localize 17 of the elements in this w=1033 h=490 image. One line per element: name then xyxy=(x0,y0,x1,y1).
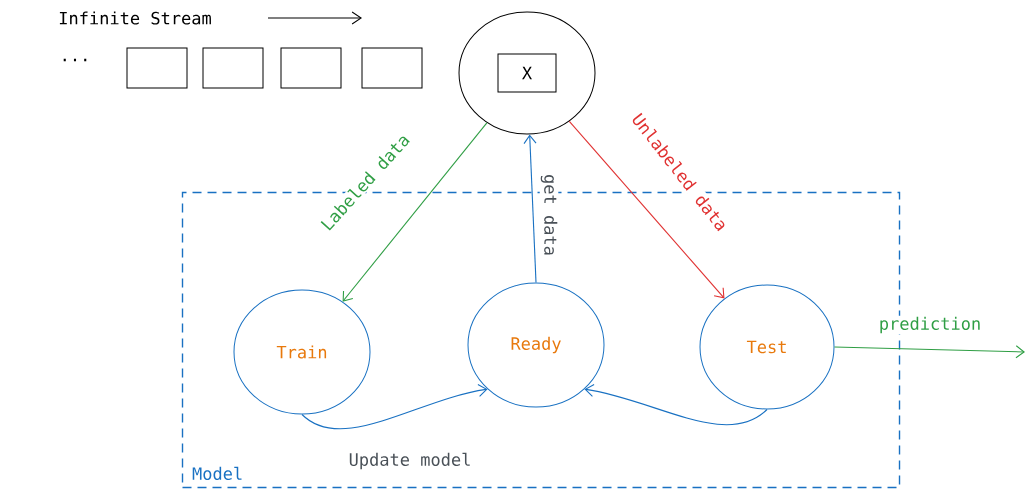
state-circle xyxy=(458,11,596,135)
edge-label: prediction xyxy=(880,316,980,334)
item-box xyxy=(126,47,188,89)
stream-label: Infinite Stream xyxy=(59,11,211,25)
item-box xyxy=(361,47,423,89)
edge-label: get data xyxy=(540,175,558,255)
item-box xyxy=(280,47,342,89)
stream-label: ... xyxy=(63,58,87,62)
arrow xyxy=(301,383,488,430)
arrow xyxy=(833,345,1025,359)
arrow xyxy=(523,134,537,284)
arrow xyxy=(342,122,488,302)
item-box xyxy=(202,47,264,89)
item-box: X xyxy=(497,53,557,93)
edge-label: Update model xyxy=(349,452,470,470)
arrow xyxy=(568,120,725,299)
arrow xyxy=(584,383,768,426)
